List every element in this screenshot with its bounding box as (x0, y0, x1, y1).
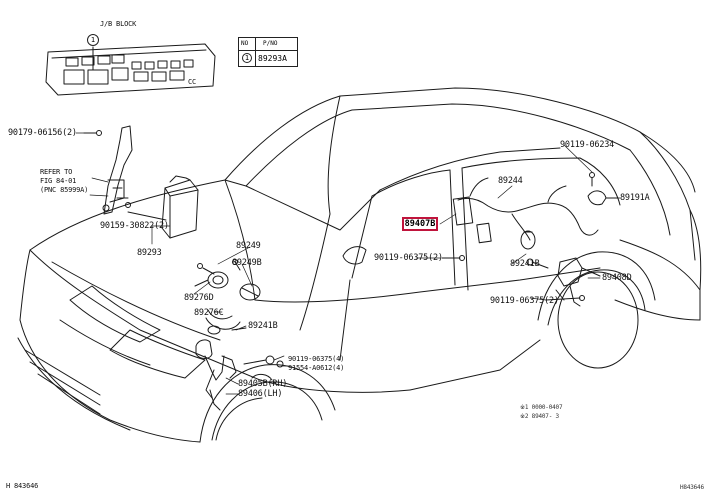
part-89276D[interactable]: 89276D (184, 293, 214, 303)
block-callout[interactable]: 1 (87, 34, 99, 46)
part-89293[interactable]: 89293 (137, 248, 162, 258)
part-89406-lh[interactable]: 89406(LH) (238, 389, 283, 399)
part-90119-06375-2-rear[interactable]: 90119-06375(2) (490, 296, 559, 306)
inset-separator (255, 38, 256, 66)
part-89241B-rear[interactable]: 89241B (510, 259, 540, 269)
block-title: J/B BLOCK (100, 20, 137, 28)
part-90159-30822[interactable]: 90159-30822(2) (100, 221, 169, 231)
part-89191A[interactable]: 89191A (620, 193, 650, 203)
footer-right-code: H843646 (680, 484, 704, 491)
door-bolt-drawing (441, 255, 465, 261)
left-bracket-drawing (83, 125, 133, 215)
front-sensors-drawing (194, 259, 261, 335)
ecu-89293-drawing (125, 175, 199, 239)
part-89405B-rh[interactable]: 89405B(RH) (238, 379, 288, 389)
part-89249[interactable]: 89249 (236, 241, 261, 251)
note-line-1: ※1 0000-0407 (520, 404, 563, 411)
part-89249B[interactable]: 89249B (232, 258, 262, 268)
block-side-mark: CC (188, 78, 197, 86)
part-91554-A0612[interactable]: 91554-A0612(4) (288, 364, 345, 372)
junction-block-drawing (45, 43, 216, 96)
footer-left-code: H 843646 (6, 482, 39, 490)
rear-height-sensor-drawing (526, 257, 601, 307)
part-89241B-front[interactable]: 89241B (248, 321, 278, 331)
inset-header (239, 38, 297, 51)
leader-lines (75, 132, 621, 395)
refer-note-line2: FIG 84-01 (40, 177, 77, 185)
part-90119-06375-4[interactable]: 90119-06375(4) (288, 355, 345, 363)
part-89276C[interactable]: 89276C (194, 308, 224, 318)
front-height-sensor-drawing (195, 327, 284, 411)
part-89407B-highlighted[interactable]: 89407B (402, 217, 438, 231)
part-90119-06234[interactable]: 90119-06234 (560, 140, 615, 150)
inset-col-no: NO (241, 40, 249, 47)
note-line-2: ※2 89407- 3 (520, 413, 559, 420)
part-89408D[interactable]: 89408D (602, 273, 632, 283)
inset-col-pno: P/NO (263, 40, 278, 47)
inset-table: NO P/NO 1 89293A (238, 37, 298, 67)
refer-note-line1: REFER TO (40, 168, 73, 176)
part-90119-06375-2-door[interactable]: 90119-06375(2) (374, 253, 443, 263)
rear-harness-drawing (452, 172, 619, 250)
refer-note-line3: (PNC 85999A) (40, 186, 89, 194)
part-90179-06156[interactable]: 90179-06156(2) (8, 128, 77, 138)
inset-row-no: 1 (242, 53, 252, 63)
part-89293A[interactable]: 89293A (258, 54, 287, 63)
car-body (17, 87, 702, 443)
part-89244[interactable]: 89244 (498, 176, 523, 186)
